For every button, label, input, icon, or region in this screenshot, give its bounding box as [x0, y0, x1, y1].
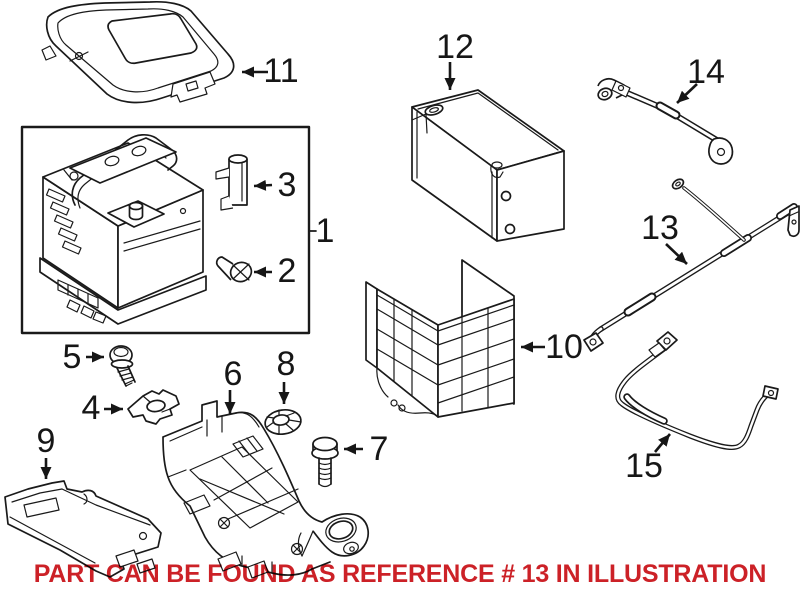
- callout-2: 2: [277, 252, 297, 290]
- battery-illustration: [39, 134, 207, 325]
- callout-9: 9: [36, 422, 56, 460]
- callout-3: 3: [277, 166, 297, 204]
- callout-11: 11: [263, 52, 299, 90]
- callout-10: 10: [545, 328, 583, 366]
- ground-cable-illustration: [615, 331, 779, 451]
- callout-arrows: [40, 62, 698, 479]
- screw-illustration: [109, 345, 136, 387]
- vent-fitting-illustration: [215, 154, 248, 211]
- clamp-bracket-illustration: [127, 389, 180, 425]
- callout-5: 5: [62, 338, 82, 376]
- grommet-illustration: [264, 409, 302, 435]
- callout-8: 8: [276, 345, 296, 383]
- auxiliary-battery-illustration: [411, 89, 565, 242]
- plug-illustration: [215, 256, 253, 283]
- bolt-illustration: [311, 436, 339, 488]
- callout-13: 13: [641, 209, 679, 247]
- callout-15: 15: [625, 447, 663, 485]
- callout-12: 12: [436, 28, 474, 66]
- battery-cable-illustration: [583, 178, 800, 352]
- callout-4: 4: [81, 389, 101, 427]
- support-bracket-illustration: [4, 480, 162, 578]
- thermal-cover-illustration: [365, 259, 515, 418]
- battery-tray-illustration: [162, 400, 370, 579]
- ground-strap-illustration: [597, 77, 734, 165]
- reference-note: PART CAN BE FOUND AS REFERENCE # 13 IN I…: [33, 560, 767, 588]
- cover-lid-illustration: [41, 0, 235, 104]
- callout-6: 6: [223, 355, 243, 393]
- callout-14: 14: [687, 53, 725, 91]
- callout-7: 7: [369, 430, 389, 468]
- callout-1: 1: [315, 212, 335, 250]
